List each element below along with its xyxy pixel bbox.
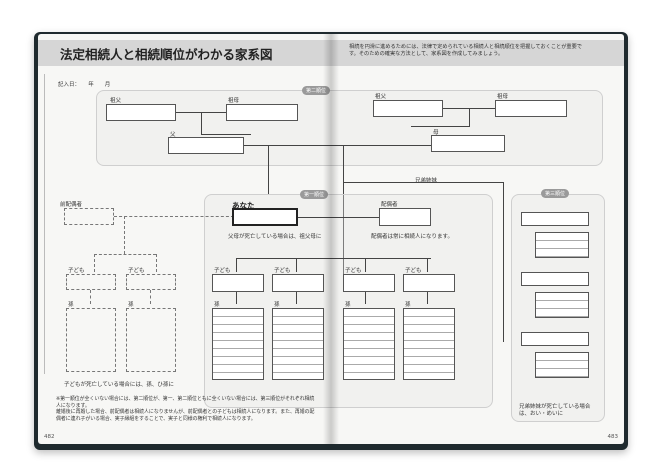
right-page: 相続を円滑に進めるためには、法律で定められている相続人と相続順位を把握しておくこ… xyxy=(331,34,624,444)
parent-note: 父母が死亡している場合は、祖父母に xyxy=(228,234,322,240)
dashed-line xyxy=(124,216,125,254)
line xyxy=(469,108,470,126)
book-gutter xyxy=(323,34,339,444)
child-box[interactable] xyxy=(66,274,116,290)
line xyxy=(427,258,428,272)
grandchild-box[interactable] xyxy=(403,308,455,380)
grandmother-label: 祖母 xyxy=(228,98,240,104)
nephew-box[interactable] xyxy=(535,232,589,258)
grandfather-label: 祖父 xyxy=(375,94,387,100)
grandchild-label: 孫 xyxy=(274,302,280,308)
sibling-note: 兄弟姉妹が死亡している場合は、おい・めいに xyxy=(519,404,591,417)
line xyxy=(236,292,237,304)
grandchild-box[interactable] xyxy=(343,308,395,380)
line xyxy=(331,217,379,218)
line xyxy=(411,126,470,127)
grandchild-label: 孫 xyxy=(405,302,411,308)
line xyxy=(365,258,366,272)
grandmother-box[interactable] xyxy=(226,104,298,121)
father-label: 父 xyxy=(170,132,176,138)
child-label: 子ども xyxy=(128,268,145,274)
line xyxy=(201,134,251,135)
line xyxy=(296,292,297,304)
child-box[interactable] xyxy=(403,274,455,292)
line xyxy=(244,145,331,146)
line xyxy=(236,258,237,272)
siblings-label: 兄弟姉妹 xyxy=(415,178,438,184)
child-note: 子どもが死亡している場合には、孫、ひ孫に xyxy=(64,382,174,388)
margin-line xyxy=(44,74,45,374)
first-rank-badge: 第一順位 xyxy=(300,190,329,199)
title-bar xyxy=(38,40,331,66)
dashed-line xyxy=(90,290,91,304)
child-box[interactable] xyxy=(126,274,176,290)
page-number: 483 xyxy=(607,434,619,440)
second-rank-zone xyxy=(96,90,331,166)
mother-label: 母 xyxy=(433,130,439,136)
line xyxy=(296,258,297,272)
footnote: ※第一順位が全くいない場合には、第二順位が、第一、第二順位ともに全くいない場合に… xyxy=(56,396,315,422)
grandchild-label: 孫 xyxy=(345,302,351,308)
grandchild-label: 孫 xyxy=(214,302,220,308)
spouse-label: 配偶者 xyxy=(381,202,398,208)
line xyxy=(503,182,504,342)
left-page: 法定相続人と相続順位がわかる家系図 記入日： 年 月 第二順位 祖父 祖母 父 … xyxy=(38,34,331,444)
second-rank-badge: 第二順位 xyxy=(302,86,331,95)
child-label: 子ども xyxy=(405,268,422,274)
child-label: 子ども xyxy=(345,268,362,274)
line xyxy=(331,145,431,146)
former-spouse-label: 前配偶者 xyxy=(60,202,83,208)
spouse-box[interactable] xyxy=(379,208,431,226)
line xyxy=(331,258,431,259)
line xyxy=(236,258,331,259)
line xyxy=(268,145,269,195)
grandchild-box[interactable] xyxy=(66,308,116,372)
intro-text: 相続を円滑に進めるためには、法律で定められている相続人と相続順位を把握しておくこ… xyxy=(349,44,582,57)
child-label: 子ども xyxy=(214,268,231,274)
line xyxy=(298,217,331,218)
spouse-note: 配偶者は常に相続人になります。 xyxy=(371,234,453,240)
intro-bar xyxy=(331,40,624,66)
child-label: 子ども xyxy=(68,268,85,274)
father-box[interactable] xyxy=(168,137,244,154)
sibling-box[interactable] xyxy=(521,212,589,226)
you-box[interactable] xyxy=(232,208,298,226)
child-box[interactable] xyxy=(212,274,264,292)
dashed-line xyxy=(94,254,95,272)
line xyxy=(343,145,344,281)
sibling-box[interactable] xyxy=(521,272,589,286)
line xyxy=(365,292,366,304)
grandchild-label: 孫 xyxy=(68,302,74,308)
page-title: 法定相続人と相続順位がわかる家系図 xyxy=(60,47,273,62)
dashed-line xyxy=(150,290,151,304)
dashed-line xyxy=(156,254,157,272)
page-number: 482 xyxy=(44,434,55,440)
third-rank-badge: 第三順位 xyxy=(541,189,570,198)
grandchild-box[interactable] xyxy=(126,308,176,372)
grandfather-label: 祖父 xyxy=(110,98,122,104)
nephew-box[interactable] xyxy=(535,292,589,318)
grandmother-label: 祖母 xyxy=(497,94,509,100)
dashed-line xyxy=(114,216,234,217)
grandchild-label: 孫 xyxy=(128,302,134,308)
line xyxy=(201,112,202,134)
line xyxy=(427,292,428,304)
grandchild-box[interactable] xyxy=(212,308,264,380)
grandfather-box[interactable] xyxy=(106,104,176,121)
date-label: 記入日： 年 月 xyxy=(58,82,111,88)
grandfather-box[interactable] xyxy=(373,100,443,117)
child-box[interactable] xyxy=(272,274,324,292)
former-spouse-box[interactable] xyxy=(64,208,114,225)
nephew-box[interactable] xyxy=(535,352,589,378)
grandmother-box[interactable] xyxy=(495,100,567,117)
child-box[interactable] xyxy=(343,274,395,292)
mother-box[interactable] xyxy=(431,135,505,152)
line xyxy=(343,182,503,183)
you-label: あなた xyxy=(232,201,255,210)
dashed-line xyxy=(94,254,156,255)
child-label: 子ども xyxy=(274,268,291,274)
sibling-box[interactable] xyxy=(521,332,589,346)
grandchild-box[interactable] xyxy=(272,308,324,380)
